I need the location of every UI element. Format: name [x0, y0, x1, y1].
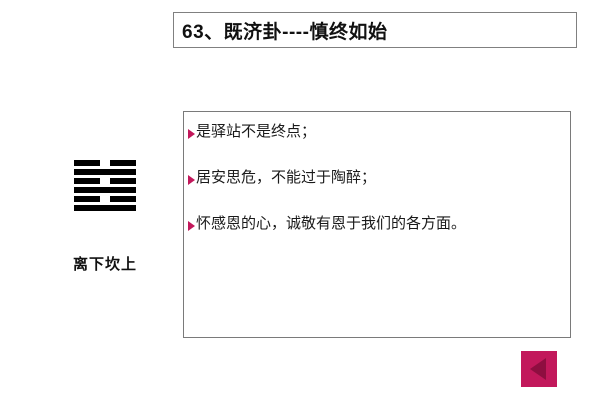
hexagram-line-3-broken: [74, 178, 136, 184]
hexagram-line-1-broken: [74, 160, 136, 166]
hexagram-line-2-solid: [74, 169, 136, 175]
hexagram-block: 离下坎上: [40, 160, 170, 274]
hexagram-line-4-solid: [74, 187, 136, 193]
hexagram-segment-full: [74, 187, 136, 193]
bullet-item: 是驿站不是终点；: [188, 123, 564, 142]
bullet-item: 怀感恩的心，诚敬有恩于我们的各方面。: [188, 215, 564, 234]
hexagram-line-6-solid: [74, 205, 136, 211]
bullet-item: 居安思危，不能过于陶醉；: [188, 169, 564, 188]
bullet-text: 居安思危，不能过于陶醉；: [196, 168, 377, 186]
hexagram-label: 离下坎上: [72, 256, 137, 273]
hexagram-segment-right: [110, 178, 136, 184]
triangle-right-bullet-icon: [188, 129, 195, 139]
triangle-left-icon: [530, 358, 546, 380]
triangle-right-bullet-icon: [188, 220, 195, 231]
slide-title-box: 63、既济卦----慎终如始: [173, 12, 577, 48]
hexagram-segment-left: [74, 178, 100, 184]
hexagram-segment-full: [74, 205, 136, 211]
triangle-right-bullet-icon: [188, 174, 195, 185]
content-box: 是驿站不是终点； 居安思危，不能过于陶醉； 怀感恩的心，诚敬有恩于我们的各方面。: [183, 111, 571, 338]
hexagram-segment-left: [74, 196, 100, 202]
hexagram-segment-full: [74, 169, 136, 175]
hexagram-segment-right: [110, 160, 136, 166]
previous-slide-button[interactable]: [521, 351, 557, 387]
hexagram-segment-left: [74, 160, 100, 166]
hexagram-segment-right: [110, 196, 136, 202]
hexagram-line-5-broken: [74, 196, 136, 202]
bullet-text: 怀感恩的心，诚敬有恩于我们的各方面。: [196, 214, 467, 232]
hexagram-symbol-jiji: [74, 160, 136, 211]
bullet-text: 是驿站不是终点；: [196, 123, 317, 140]
page-title: 63、既济卦----慎终如始: [182, 21, 388, 43]
